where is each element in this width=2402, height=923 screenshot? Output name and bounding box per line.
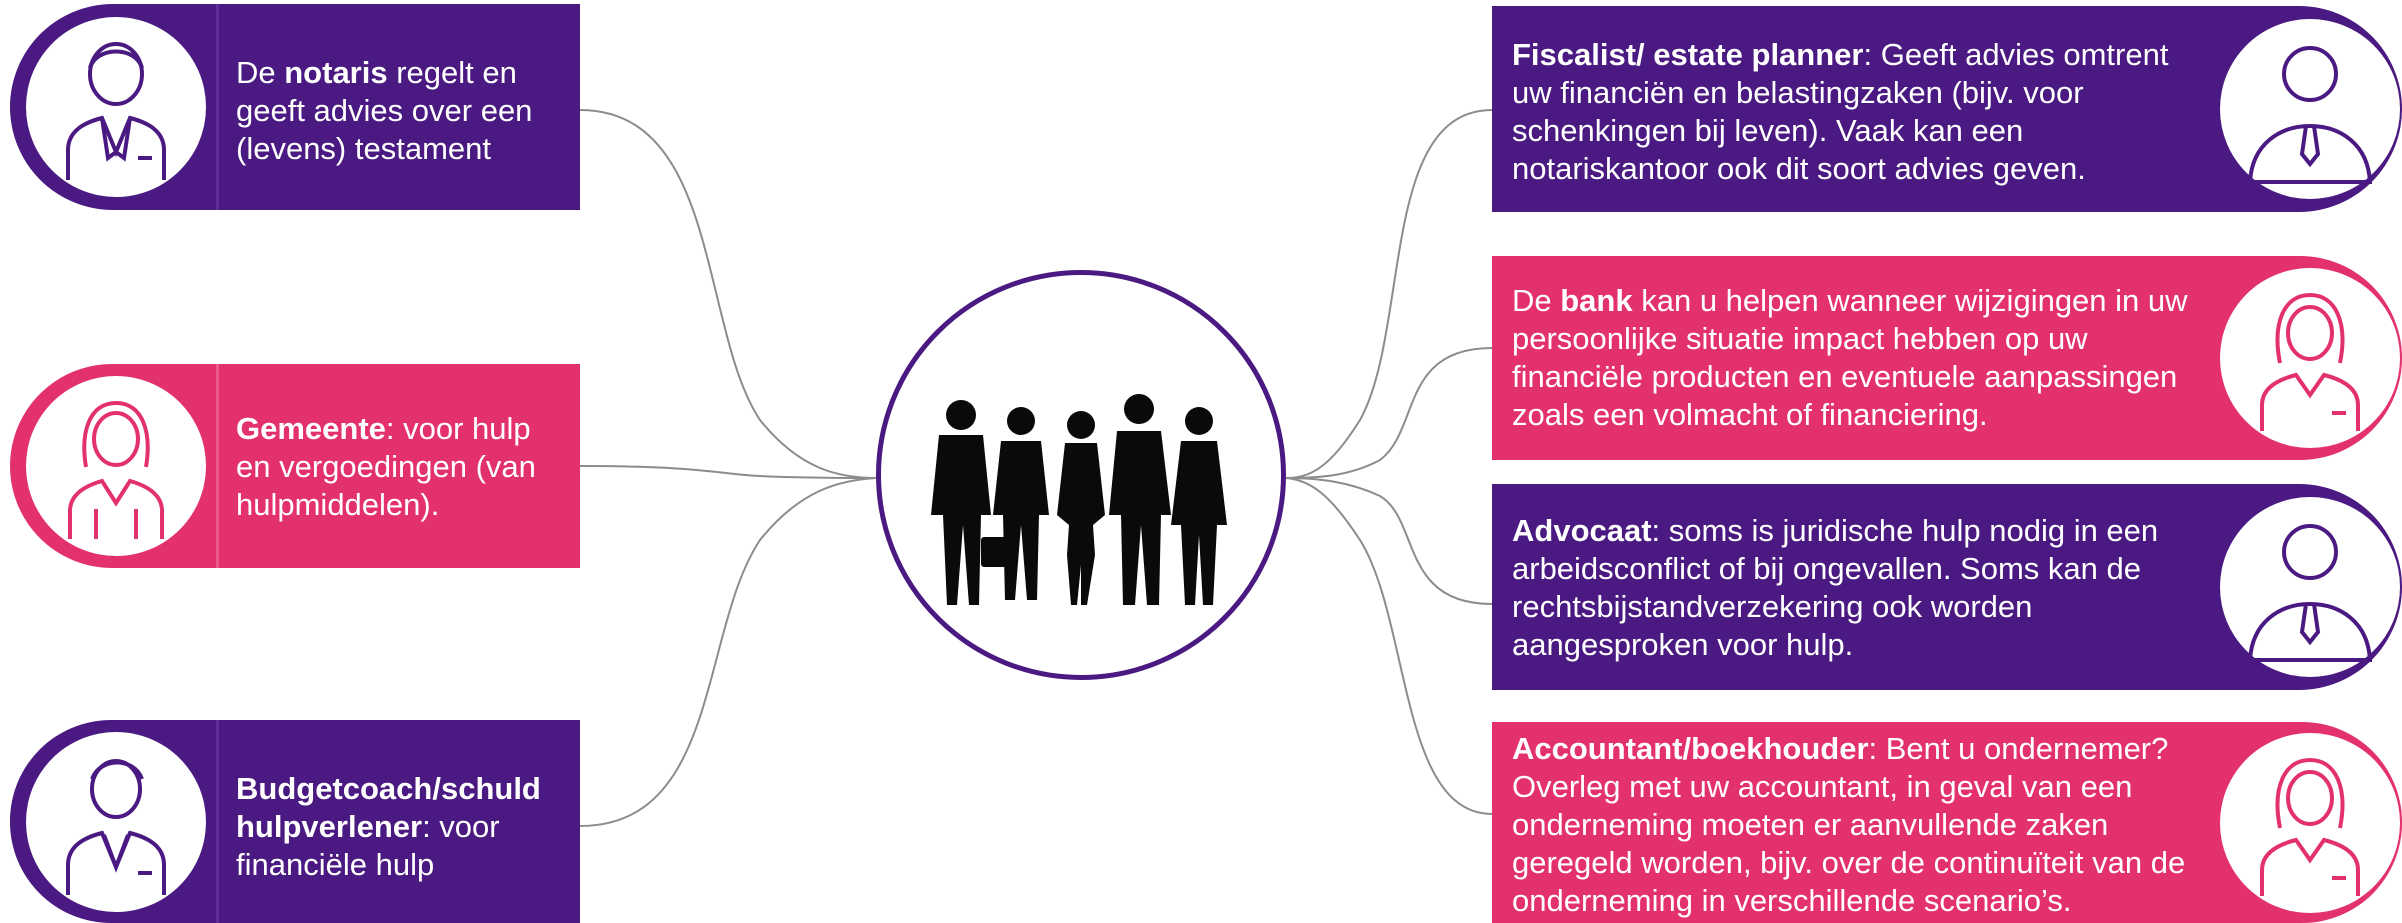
connector-right-2	[1285, 347, 1493, 479]
card-text: Advocaat: soms is juridische hulp nodig …	[1512, 513, 2159, 662]
female-advisor-icon	[2220, 268, 2400, 448]
card-body	[1492, 6, 2211, 212]
center-circle	[876, 270, 1286, 680]
card-fiscalist: Fiscalist/ estate planner: Geeft advies …	[1492, 6, 2402, 212]
card-body	[216, 720, 580, 923]
card-body	[1492, 484, 2211, 690]
business-people-silhouette-icon	[931, 394, 1227, 605]
male-tie-icon	[2220, 19, 2400, 199]
card-text: De notaris regelt en geeft advies over e…	[236, 55, 533, 166]
card-notaris: De notaris regelt en geeft advies over e…	[10, 4, 580, 210]
male-advisor-icon	[26, 17, 206, 197]
card-text: Accountant/boekhouder: Bent u ondernemer…	[1512, 731, 2186, 918]
card-text: De bank kan u helpen wanneer wijzigingen…	[1512, 283, 2188, 432]
connector-left-2	[579, 465, 877, 479]
male-tie-icon	[2220, 497, 2400, 677]
card-body	[1492, 722, 2211, 923]
card-bank: De bank kan u helpen wanneer wijzigingen…	[1492, 256, 2402, 460]
female-advisor-icon	[26, 376, 206, 556]
card-body	[1492, 256, 2211, 460]
connector-left-3	[579, 477, 877, 827]
card-text: Budgetcoach/schuld hulpverlener: voor fi…	[236, 771, 541, 882]
card-gemeente: Gemeente: voor hulp en vergoedingen (van…	[10, 364, 580, 568]
card-advocaat: Advocaat: soms is juridische hulp nodig …	[1492, 484, 2402, 690]
card-body	[216, 364, 580, 568]
card-budgetcoach: Budgetcoach/schuld hulpverlener: voor fi…	[10, 720, 580, 923]
connector-left-1	[579, 109, 877, 479]
female-advisor-icon	[2220, 732, 2400, 913]
card-body	[216, 4, 580, 210]
male-advisor-icon	[26, 731, 206, 912]
card-text: Gemeente: voor hulp en vergoedingen (van…	[236, 411, 536, 522]
card-text: Fiscalist/ estate planner: Geeft advies …	[1512, 37, 2169, 186]
connector-right-4	[1285, 477, 1493, 815]
card-accountant: Accountant/boekhouder: Bent u ondernemer…	[1492, 722, 2402, 923]
connector-right-1	[1285, 109, 1493, 479]
connector-right-3	[1285, 477, 1493, 605]
